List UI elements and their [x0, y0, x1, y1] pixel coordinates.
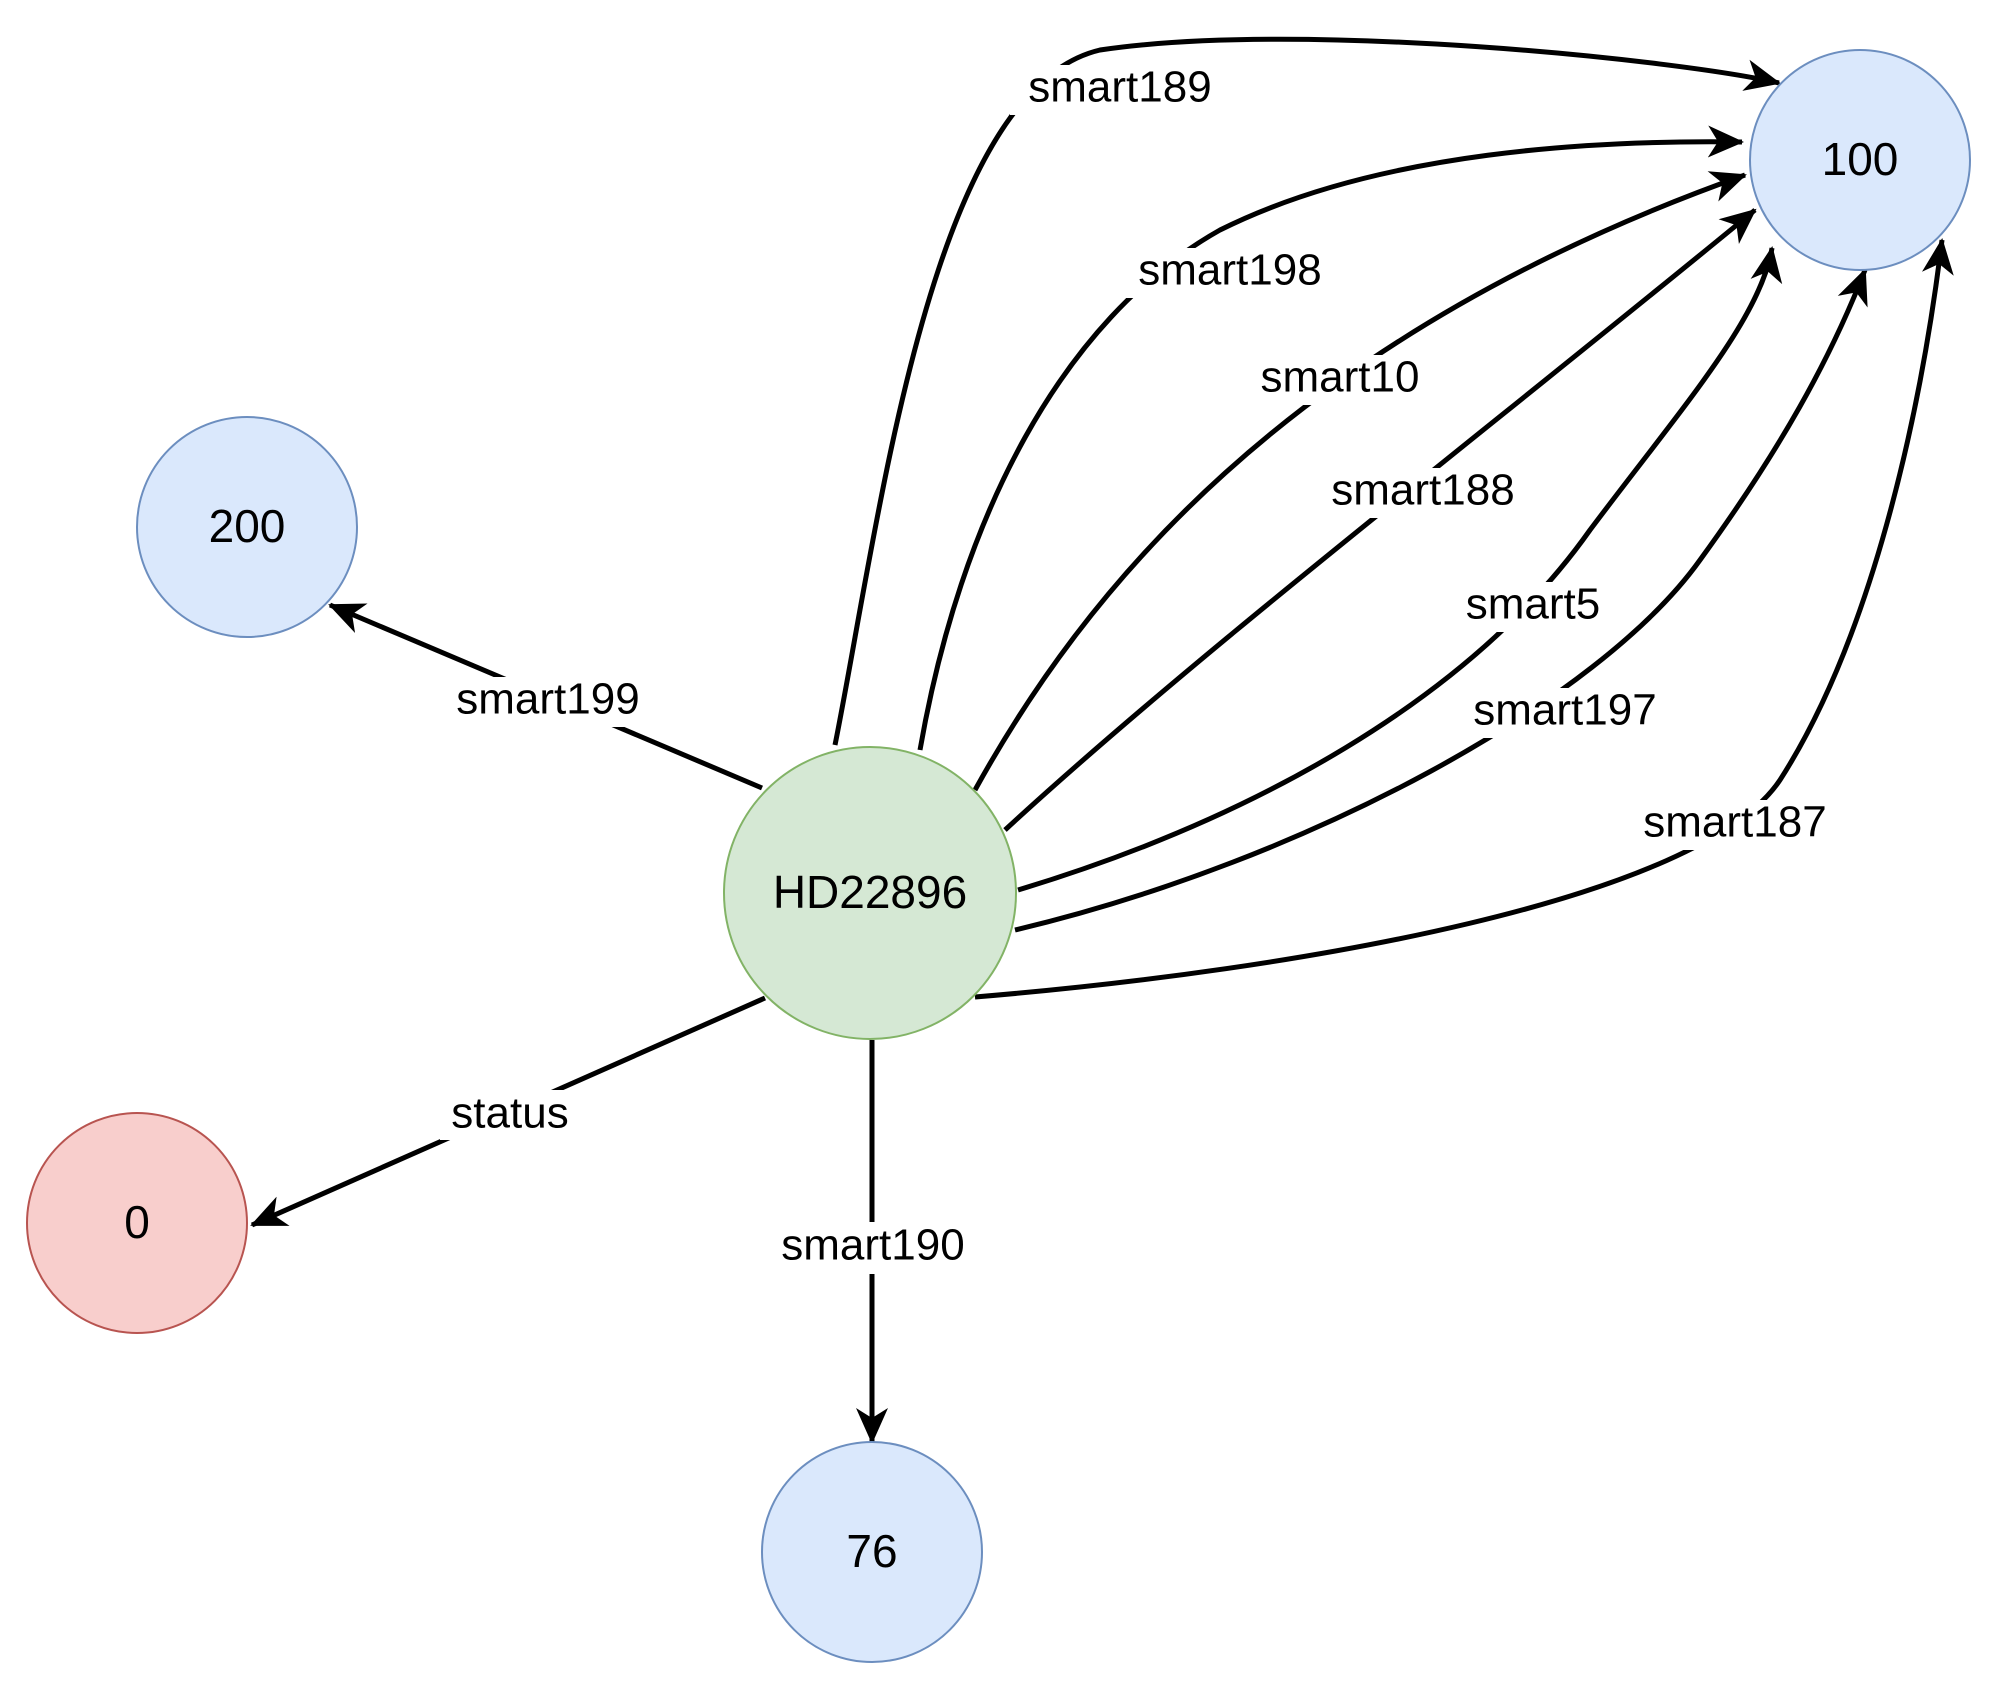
edge-smart10-label: smart10	[1261, 353, 1420, 402]
node-200[interactable]: 200	[136, 416, 358, 638]
node-76-circle	[761, 1441, 983, 1663]
edge-smart190[interactable]: smart190	[765, 1040, 980, 1444]
edge-smart189-label-bg	[1010, 65, 1230, 115]
edge-smart5-label: smart5	[1466, 580, 1600, 629]
edge-smart197[interactable]: smart197	[1014, 268, 1868, 933]
edge-smart189-label: smart189	[1028, 63, 1211, 112]
node-hd22896-label: HD22896	[773, 866, 967, 918]
edge-smart5-label-bg	[1455, 582, 1615, 632]
edge-smart190-label-bg	[765, 1222, 980, 1274]
node-100-label: 100	[1822, 133, 1899, 185]
edge-smart198-line	[917, 125, 1744, 751]
edge-status-label: status	[451, 1089, 568, 1138]
edge-smart189-line	[832, 36, 1781, 746]
edge-smart197-label-bg	[1455, 688, 1675, 738]
edge-smart10-label-bg	[1245, 355, 1435, 405]
edge-smart199-label: smart199	[456, 675, 639, 724]
node-76-label: 76	[846, 1525, 897, 1577]
edge-smart188-label: smart188	[1331, 466, 1514, 515]
node-100[interactable]: 100	[1749, 49, 1971, 271]
edge-smart187-label-bg	[1625, 800, 1845, 850]
edge-smart190-label: smart190	[781, 1221, 964, 1270]
edge-smart5[interactable]: smart5	[1017, 246, 1783, 893]
edge-smart10-line	[972, 171, 1747, 792]
node-76[interactable]: 76	[761, 1441, 983, 1663]
node-hd22896[interactable]: HD22896	[723, 746, 1017, 1040]
edge-smart198-label: smart198	[1138, 246, 1321, 295]
node-0-circle	[26, 1112, 248, 1334]
edge-status[interactable]: status	[250, 995, 767, 1228]
node-200-label: 200	[209, 500, 286, 552]
edge-smart197-label: smart197	[1473, 686, 1656, 735]
edge-smart189[interactable]: smart189	[832, 36, 1781, 746]
edge-smart188-label-bg	[1315, 468, 1535, 518]
edges-layer: smart189 smart198 smart10 smart188 smart…	[250, 36, 1954, 1444]
node-0[interactable]: 0	[26, 1112, 248, 1334]
edge-smart198[interactable]: smart198	[917, 125, 1744, 751]
edge-status-label-bg	[440, 1090, 580, 1140]
edge-smart199[interactable]: smart199	[328, 602, 763, 791]
edge-smart187-label: smart187	[1643, 798, 1826, 847]
edge-smart198-label-bg	[1120, 248, 1340, 298]
node-hd22896-circle	[723, 746, 1017, 1040]
edge-smart199-label-bg	[440, 677, 655, 727]
node-0-label: 0	[124, 1196, 150, 1248]
nodes-layer: HD22896 100 200 0 76	[26, 49, 1971, 1663]
edge-smart188-line	[1003, 208, 1757, 832]
edge-smart187[interactable]: smart187	[974, 238, 1954, 1000]
node-200-circle	[136, 416, 358, 638]
node-100-circle	[1749, 49, 1971, 271]
edge-smart197-line	[1014, 268, 1868, 933]
edge-smart188[interactable]: smart188	[1003, 208, 1757, 832]
edge-smart10[interactable]: smart10	[972, 171, 1747, 792]
